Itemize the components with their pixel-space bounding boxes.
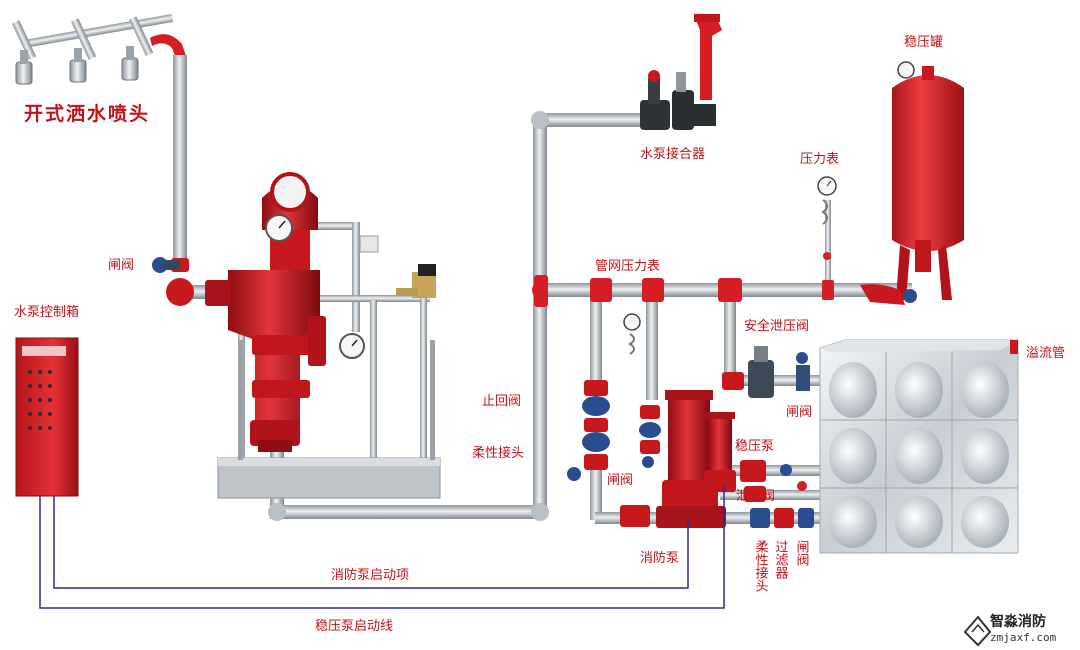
label-flex-vertical: 柔性接头 — [753, 540, 769, 592]
safety-relief-valve — [722, 346, 810, 398]
water-tank — [819, 339, 1019, 554]
label-gate-valve-left: 闸阀 — [108, 258, 134, 273]
label-sprinkler: 开式洒水喷头 — [24, 102, 150, 125]
label-pump-control-box: 水泵控制箱 — [14, 304, 79, 320]
logo-icon — [963, 615, 992, 647]
label-flexible-joint: 柔性接头 — [472, 445, 524, 461]
control-wires — [39, 486, 725, 609]
label-pressure-gauge: 压力表 — [800, 152, 839, 167]
pump-valve-stack — [567, 380, 814, 528]
label-booster-pump: 稳压泵 — [735, 438, 774, 454]
pressure-tank — [860, 61, 964, 305]
logo-url: zmjaxf.com — [990, 631, 1057, 644]
label-overflow-pipe: 溢流管 — [1026, 346, 1065, 361]
label-fire-pump: 消防泵 — [640, 550, 679, 566]
label-fire-pump-line: 消防泵启动项 — [331, 567, 409, 583]
brand-logo: 智淼消防 zmjaxf.com — [963, 613, 1057, 647]
labels: 开式洒水喷头 闸阀 水泵控制箱 水泵接合器 稳压罐 压力表 管网压力表 安全泄压… — [14, 34, 1065, 634]
fire-pump-wire — [53, 496, 689, 589]
label-check-valve: 止回阀 — [482, 394, 521, 409]
label-pressure-tank: 稳压罐 — [904, 34, 943, 50]
label-gate-valve-mid: 闸阀 — [607, 473, 633, 488]
booster-pump — [704, 412, 736, 492]
booster-pump-wire — [39, 486, 725, 609]
network-pressure-gauge — [623, 313, 641, 355]
open-sprinkler-heads — [11, 13, 186, 85]
label-drain-valve: 泄水阀 — [736, 489, 775, 504]
label-gate-vertical: 闸阀 — [794, 540, 809, 566]
label-filter-vertical: 过滤器 — [773, 540, 789, 580]
vertical-labels: 柔性接头 过滤器 闸阀 — [753, 540, 809, 592]
pressure-gauge — [817, 176, 837, 260]
label-network-gauge: 管网压力表 — [595, 259, 660, 274]
logo-name: 智淼消防 — [989, 613, 1046, 630]
label-booster-pump-line: 稳压泵启动线 — [315, 618, 393, 634]
label-gate-valve-right: 闸阀 — [786, 405, 812, 420]
gate-valve-left — [152, 257, 180, 273]
alarm-valve-station — [205, 172, 441, 499]
label-pump-adapter: 水泵接合器 — [640, 146, 705, 162]
pump-control-box — [15, 337, 79, 497]
pump-adapter — [640, 14, 722, 130]
label-safety-relief-valve: 安全泄压阀 — [744, 318, 809, 334]
